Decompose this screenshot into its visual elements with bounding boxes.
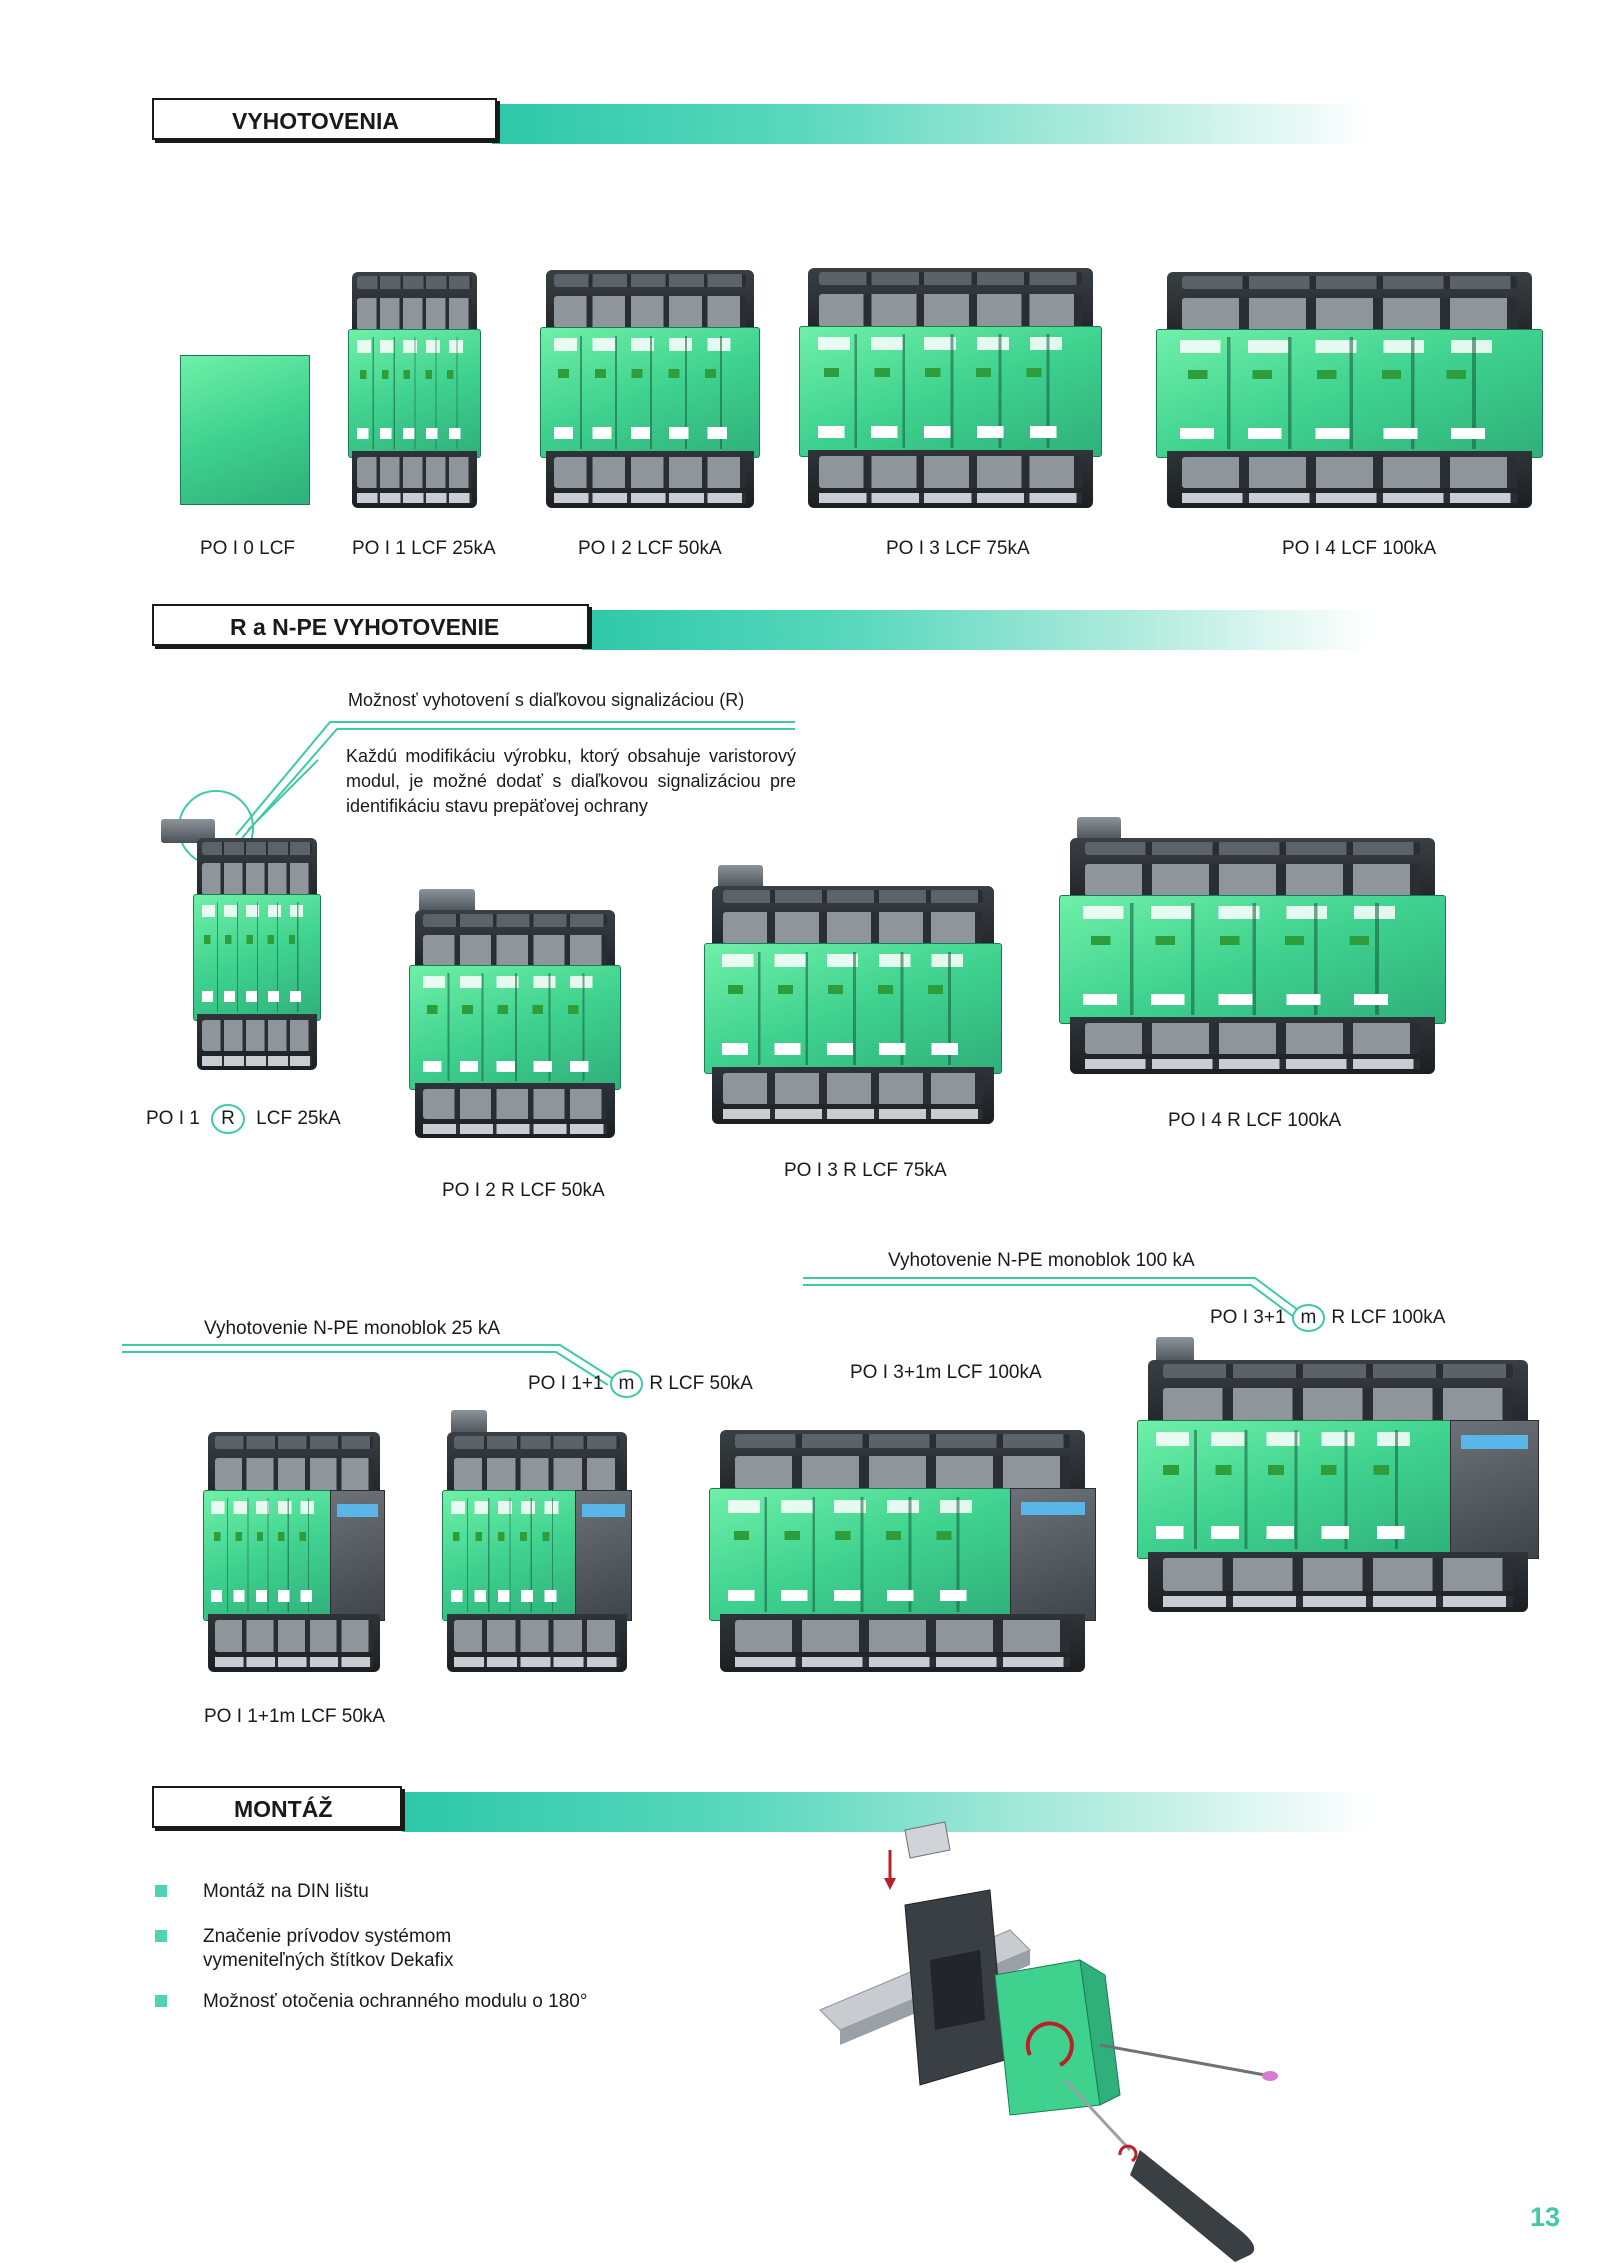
caption-po-i-1-r: PO I 1 R LCF 25kA: [146, 1104, 341, 1134]
device-po-i-1-1m: [202, 1432, 386, 1672]
caption-suffix: R LCF 50kA: [649, 1373, 753, 1394]
caption-po-i-4-r: PO I 4 R LCF 100kA: [1168, 1110, 1342, 1131]
bullet-square-icon: [155, 1995, 167, 2007]
device-po-i-1: [348, 272, 481, 508]
label-npe-25: Vyhotovenie N-PE monoblok 25 kA: [204, 1318, 501, 1339]
caption-mark-m: m: [1291, 1304, 1326, 1332]
device-po-i-2-r: [409, 889, 621, 1138]
caption-suffix: LCF 25kA: [256, 1108, 341, 1129]
caption-prefix: PO I 1+1: [528, 1373, 604, 1394]
section-title: MONTÁŽ: [152, 1786, 402, 1828]
caption-po-i-3-r: PO I 3 R LCF 75kA: [784, 1160, 947, 1181]
device-po-i-4: [1156, 272, 1543, 508]
device-po-i-3: [799, 268, 1102, 508]
caption-suffix: R LCF 100kA: [1331, 1307, 1446, 1328]
caption-po-i-2: PO I 2 LCF 50kA: [578, 538, 722, 559]
device-po-i-3-1m: [709, 1430, 1096, 1672]
bullet-text-cont: vymeniteľných štítkov Dekafix: [203, 1950, 454, 1971]
device-po-i-3-r: [703, 864, 1003, 1124]
page-number: 13: [1529, 2202, 1560, 2232]
caption-po-i-3: PO I 3 LCF 75kA: [886, 538, 1030, 559]
bullet-text: Značenie prívodov systémom: [203, 1926, 452, 1947]
caption-prefix: PO I 1: [146, 1108, 200, 1129]
caption-prefix: PO I 3+1: [1210, 1307, 1286, 1328]
section-header-vyhotovenia: VYHOTOVENIA: [152, 98, 1372, 144]
callout-title: Možnosť vyhotovení s diaľkovou signalizá…: [348, 690, 745, 710]
caption-po-i-0: PO I 0 LCF: [200, 538, 296, 559]
device-po-i-0: [180, 355, 310, 505]
section-header-r-npe: R a N-PE VYHOTOVENIE: [152, 604, 1372, 650]
bullet-text: Montáž na DIN lištu: [203, 1881, 369, 1902]
caption-po-i-2-r: PO I 2 R LCF 50kA: [442, 1180, 605, 1201]
caption-mark-r: R: [211, 1104, 245, 1134]
section-header-montaz: MONTÁŽ: [152, 1786, 1372, 1832]
section-title: R a N-PE VYHOTOVENIE: [152, 604, 589, 646]
caption-po-i-3-1m: PO I 3+1m LCF 100kA: [850, 1362, 1042, 1383]
label-npe-100: Vyhotovenie N-PE monoblok 100 kA: [888, 1250, 1195, 1271]
bullet-text: Možnosť otočenia ochranného modulu o 180…: [203, 1991, 588, 2012]
caption-po-i-4: PO I 4 LCF 100kA: [1282, 538, 1437, 559]
device-po-i-3-1m-r: [1136, 1337, 1540, 1612]
device-po-i-1-r: [161, 819, 321, 1070]
device-po-i-1-1m-r: [441, 1410, 633, 1672]
device-po-i-2: [539, 270, 761, 508]
callout-body: Každú modifikáciu výrobku, ktorý obsahuj…: [346, 746, 796, 816]
caption-po-i-1-1m: PO I 1+1m LCF 50kA: [204, 1706, 386, 1727]
caption-po-i-1: PO I 1 LCF 25kA: [352, 538, 496, 559]
section-title: VYHOTOVENIA: [152, 98, 497, 140]
bullet-square-icon: [155, 1885, 167, 1897]
device-po-i-4-r: [1059, 816, 1446, 1074]
caption-mark-m: m: [609, 1370, 644, 1398]
bullet-square-icon: [155, 1930, 167, 1942]
